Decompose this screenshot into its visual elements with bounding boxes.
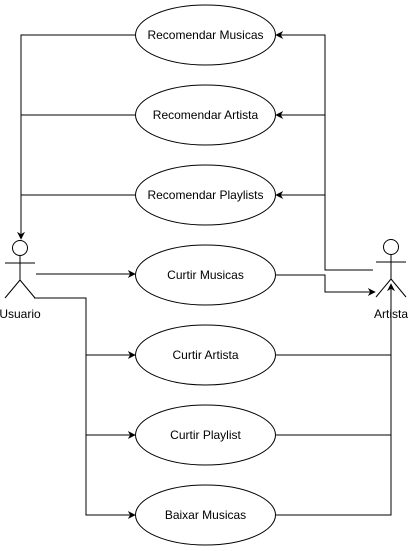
actor-label-artista: Artista [374,307,408,321]
use-case-label: Recomendar Artista [153,108,259,122]
connector-usuario-baixar-musicas [85,435,136,519]
connector-usuario-curtir-playlist [85,355,136,439]
actor-artista[interactable]: Artista [374,239,408,322]
connector-usuario-curtir-artista [34,297,136,359]
actor-usuario[interactable]: Usuario [0,240,41,322]
actor-head-icon [12,240,28,256]
connector-baixar-musicas-artista [276,355,392,516]
use-case-label: Curtir Musicas [167,268,244,282]
use-case-curtir-artista[interactable]: Curtir Artista [135,324,276,386]
use-case-label: Recomendar Playlists [147,188,263,202]
use-case-recomendar-playlists[interactable]: Recomendar Playlists [135,164,276,226]
actor-label-usuario: Usuario [0,307,41,321]
use-case-recomendar-musicas[interactable]: Recomendar Musicas [135,4,276,66]
connector-artista-recomendar-musicas [275,31,373,271]
use-case-curtir-playlist[interactable]: Curtir Playlist [135,404,276,466]
use-case-label: Recomendar Musicas [147,28,263,42]
use-case-label: Curtir Artista [172,348,238,362]
use-case-label: Curtir Playlist [170,428,241,442]
use-case-recomendar-artista[interactable]: Recomendar Artista [135,84,276,146]
connector-recomendar-musicas-usuario [17,34,135,240]
connector-curtir-musicas-artista [276,274,376,296]
actor-head-icon [383,239,399,255]
use-case-curtir-musicas[interactable]: Curtir Musicas [135,244,276,306]
use-case-baixar-musicas[interactable]: Baixar Musicas [135,484,276,546]
use-case-label: Baixar Musicas [165,508,246,522]
